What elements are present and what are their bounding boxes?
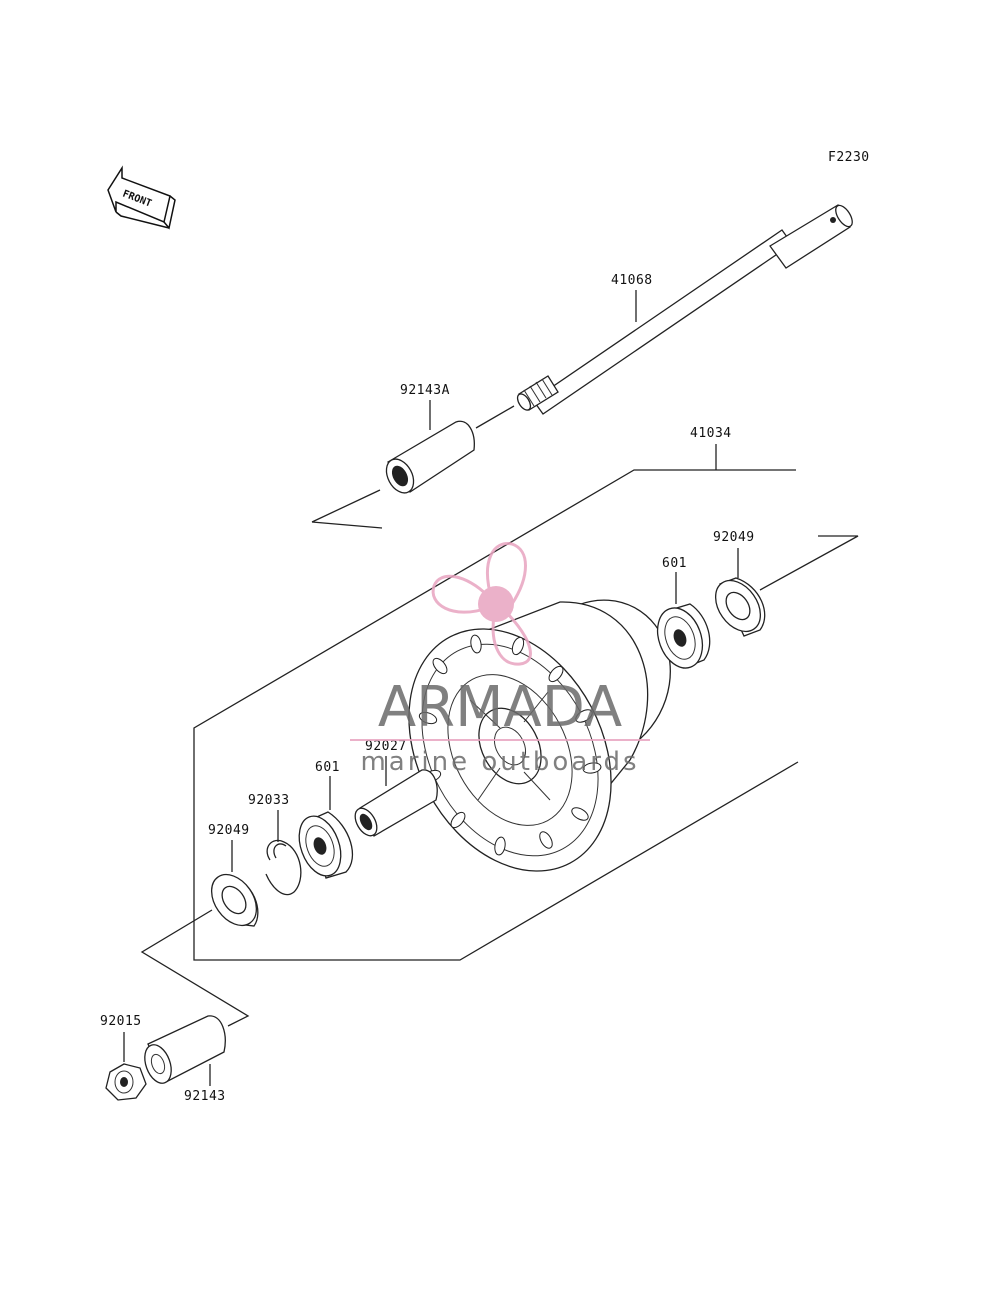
axle-center-line <box>311 489 381 523</box>
spacer-part <box>354 756 438 837</box>
part-label-circlip: 92033 <box>248 793 290 808</box>
part-label-bearing-right: 601 <box>662 556 687 571</box>
part-label-axle: 41068 <box>611 273 653 288</box>
wheel-assembly-bracket <box>193 469 799 961</box>
part-label-collar-bottom: 92143 <box>184 1089 226 1104</box>
bearing-left-part <box>298 776 354 879</box>
propeller-logo-icon <box>431 542 532 666</box>
figure-code: F2230 <box>828 150 870 165</box>
armada-watermark: ARMADA marine outboards <box>350 542 650 777</box>
lower-guide-line <box>140 909 250 1027</box>
seal-right-part <box>714 548 766 637</box>
right-guide-line <box>759 535 859 591</box>
front-direction-arrow: FRONT <box>107 165 176 230</box>
part-label-collar-left: 92143A <box>400 383 450 398</box>
nut-part <box>105 1032 147 1101</box>
part-label-wheel: 41034 <box>690 426 732 441</box>
collar-bottom-part <box>144 1015 226 1086</box>
watermark-brand: ARMADA <box>378 675 622 740</box>
circlip-part <box>265 810 302 896</box>
axle-part <box>516 204 853 415</box>
part-label-nut: 92015 <box>100 1014 142 1029</box>
part-label-spacer: 92027 <box>365 739 407 754</box>
watermark-tagline: marine outboards <box>360 747 639 777</box>
part-label-seal-left: 92049 <box>208 823 250 838</box>
part-label-bearing-left: 601 <box>315 760 340 775</box>
seal-left-part <box>210 840 259 927</box>
part-label-seal-right: 92049 <box>713 530 755 545</box>
collar-left-part <box>385 400 515 494</box>
bearing-right-part <box>656 572 711 669</box>
